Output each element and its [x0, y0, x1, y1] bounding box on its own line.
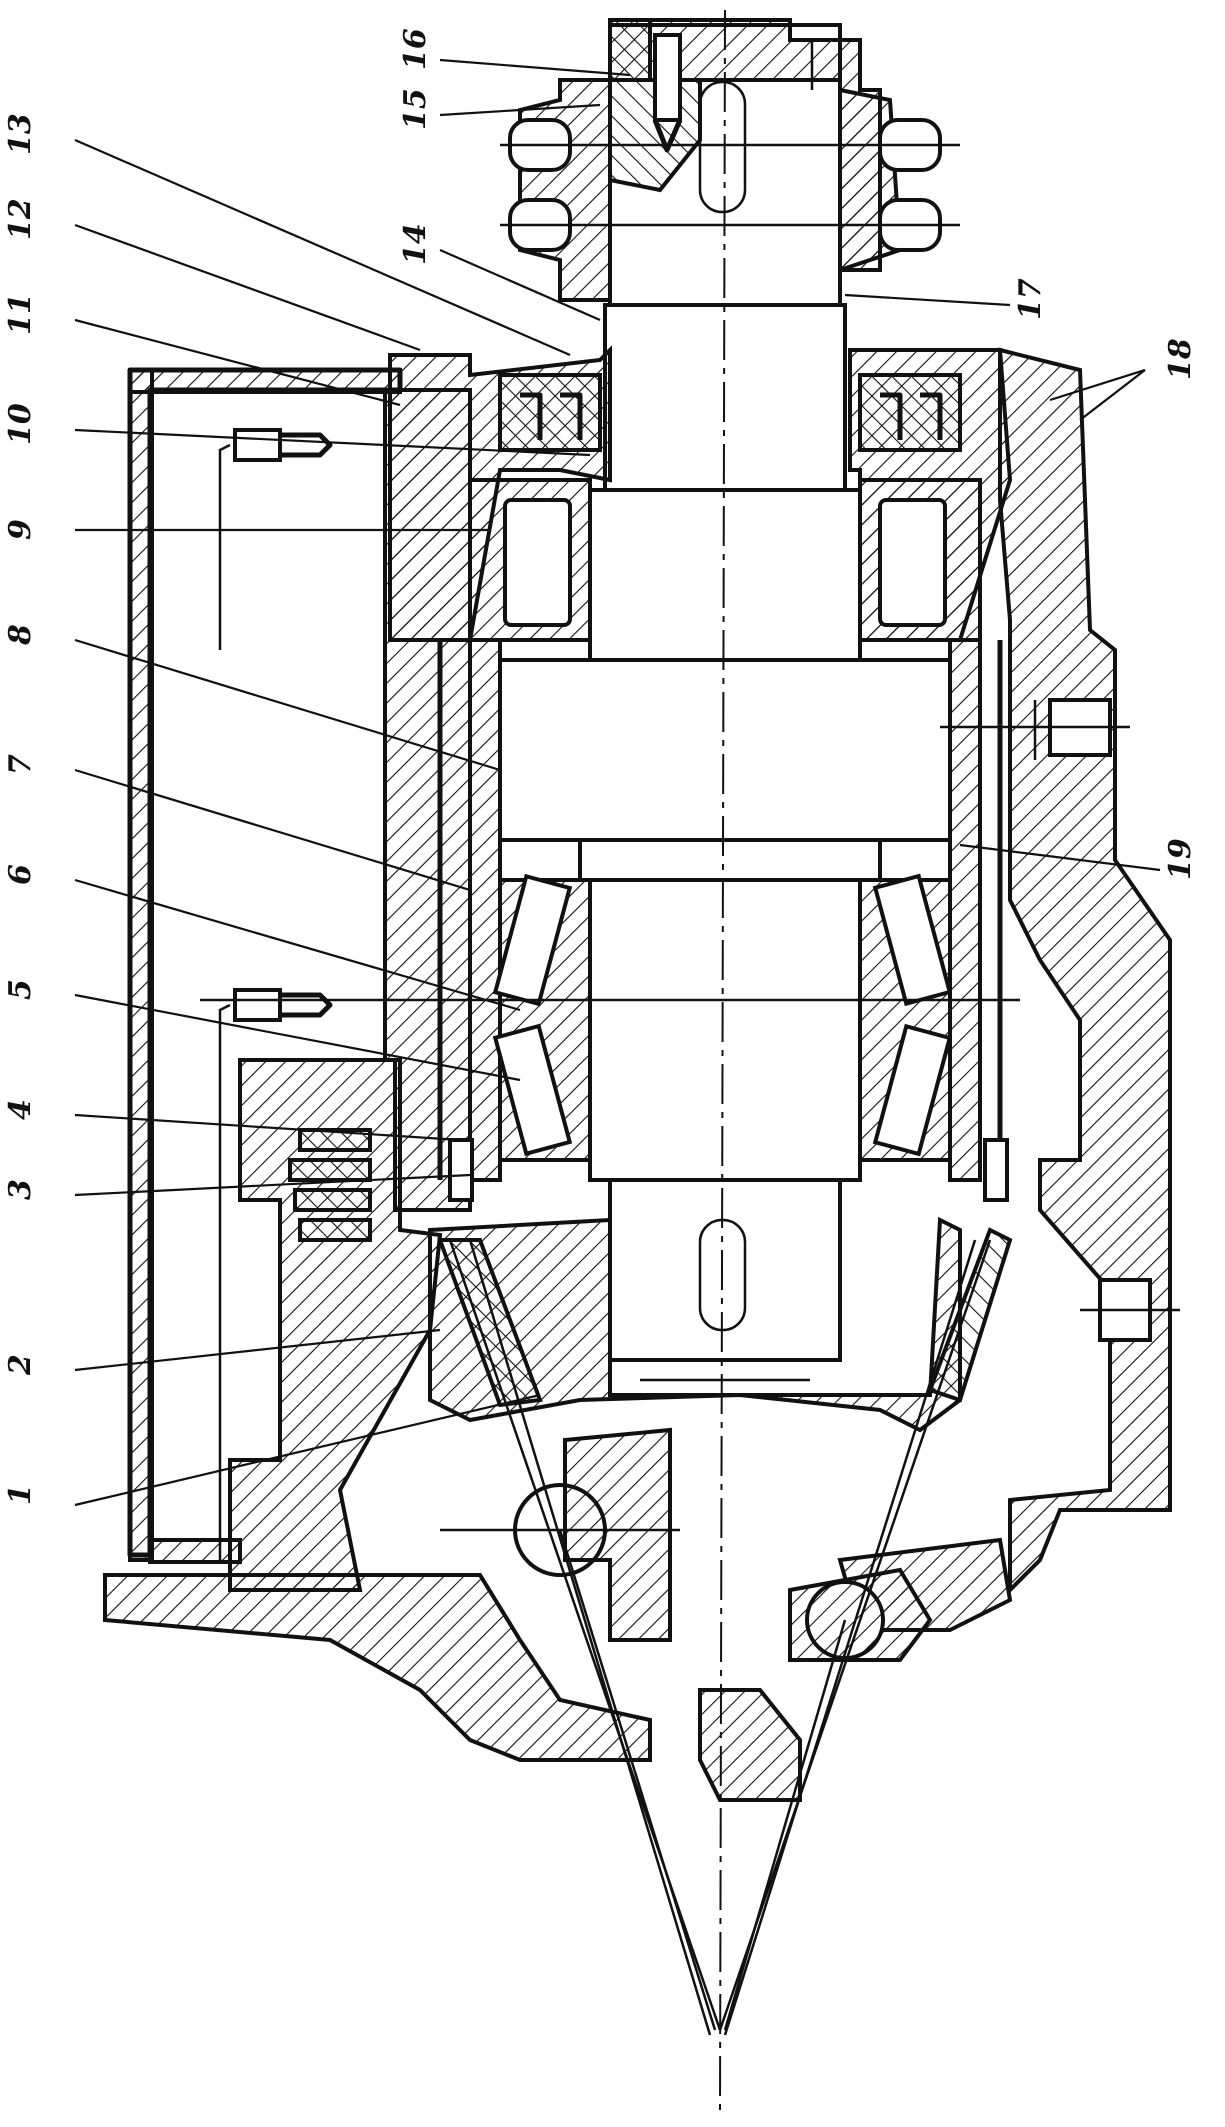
- leader-1: [74, 1393, 541, 1507]
- leader-18b: [1049, 368, 1146, 402]
- label-15: 15: [398, 88, 433, 130]
- label-3: 3: [3, 1179, 38, 1200]
- leader-13: [74, 138, 571, 357]
- leader-12: [74, 223, 421, 352]
- top-flange-nut: [500, 18, 960, 302]
- leader-2: [74, 1328, 441, 1372]
- label-10: 10: [3, 403, 38, 445]
- leader-19: [959, 843, 1161, 872]
- leader-4: [74, 1113, 461, 1142]
- spindle-head-cone: [428, 1216, 1180, 1433]
- gear-ring: [288, 1128, 1009, 1242]
- label-9: 9: [3, 519, 38, 540]
- leader-8: [74, 638, 501, 772]
- leader-14: [439, 248, 601, 322]
- lower-tapered-bearings: [218, 873, 953, 1560]
- leader-11: [74, 318, 401, 407]
- label-11: 11: [3, 293, 38, 335]
- quill-sleeve: [437, 638, 1130, 1182]
- label-19: 19: [1163, 838, 1198, 880]
- label-6: 6: [3, 864, 38, 885]
- leader-16: [439, 58, 631, 77]
- label-5: 5: [3, 979, 38, 1000]
- label-17: 17: [1013, 278, 1048, 320]
- leader-lines: [74, 58, 1161, 1507]
- leader-17: [844, 293, 1011, 307]
- label-12: 12: [3, 198, 38, 240]
- label-4: 4: [3, 1099, 38, 1120]
- leader-6: [74, 878, 521, 1012]
- label-16: 16: [398, 28, 433, 70]
- label-7: 7: [3, 754, 38, 775]
- label-13: 13: [3, 113, 38, 155]
- leader-18a: [1079, 369, 1146, 421]
- label-14: 14: [398, 223, 433, 265]
- centerlines: [200, 9, 1020, 2111]
- part-labels: 1 2 3 4 5 6 7 8 9 10 11 12 13 14 15 16 1…: [3, 28, 1198, 1505]
- label-18: 18: [1163, 338, 1198, 380]
- leader-3: [74, 1173, 471, 1197]
- label-2: 2: [3, 1354, 38, 1376]
- base-ball-bearings: [440, 1427, 933, 1662]
- label-8: 8: [3, 624, 38, 646]
- leader-15: [439, 103, 601, 117]
- leader-7: [74, 768, 471, 892]
- label-1: 1: [3, 1484, 38, 1505]
- upper-bearing-housing: [218, 345, 1013, 650]
- leader-5: [74, 993, 521, 1082]
- leader-10: [74, 428, 591, 457]
